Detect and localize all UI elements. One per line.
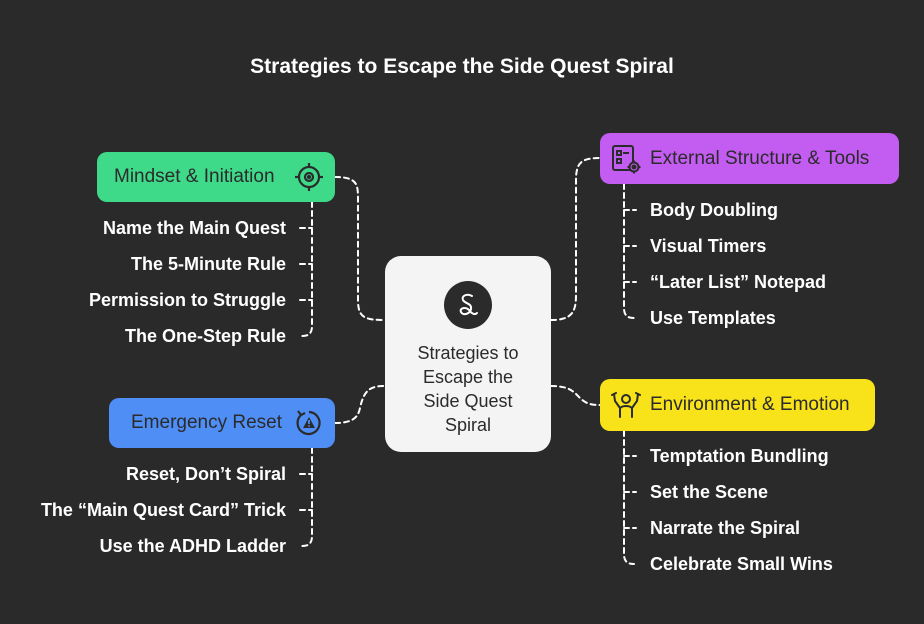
branch-emergency-label: Emergency Reset bbox=[131, 412, 283, 433]
tools-checklist-icon bbox=[610, 143, 642, 175]
mindset-item-3: Permission to Struggle bbox=[88, 290, 286, 310]
mindset-item-2: The 5-Minute Rule bbox=[130, 254, 286, 274]
connector-emergency bbox=[334, 385, 386, 424]
mindset-item-1: Name the Main Quest bbox=[102, 218, 286, 238]
spiral-icon bbox=[444, 281, 492, 329]
warning-reset-icon bbox=[293, 407, 325, 439]
external-item-3: “Later List” Notepad bbox=[650, 272, 827, 292]
external-item-1: Body Doubling bbox=[650, 200, 778, 220]
connector-external-spine bbox=[623, 183, 635, 319]
environment-item-3: Narrate the Spiral bbox=[650, 518, 801, 538]
connector-environment-spine bbox=[623, 430, 635, 565]
target-icon bbox=[293, 161, 325, 193]
connector-mindset-spine bbox=[301, 201, 313, 337]
connector-external bbox=[550, 157, 601, 321]
branch-environment-label: Environment & Emotion bbox=[650, 394, 850, 415]
mindset-item-4: The One-Step Rule bbox=[124, 326, 286, 346]
connector-mindset bbox=[334, 176, 386, 321]
emergency-item-3: Use the ADHD Ladder bbox=[99, 536, 286, 556]
center-node[interactable]: Strategies to Escape the Side Quest Spir… bbox=[385, 256, 551, 452]
environment-item-1: Temptation Bundling bbox=[650, 446, 829, 466]
branch-external[interactable]: External Structure & Tools bbox=[600, 133, 899, 184]
celebrating-person-icon bbox=[610, 389, 642, 421]
connector-environment bbox=[550, 385, 601, 406]
emergency-item-1: Reset, Don’t Spiral bbox=[125, 464, 286, 484]
connector-emergency-spine bbox=[301, 447, 313, 547]
branch-emergency[interactable]: Emergency Reset bbox=[109, 398, 335, 448]
branch-mindset-label: Mindset & Initiation bbox=[114, 166, 275, 187]
environment-item-4: Celebrate Small Wins bbox=[650, 554, 833, 574]
external-item-4: Use Templates bbox=[650, 308, 776, 328]
branch-environment[interactable]: Environment & Emotion bbox=[600, 379, 875, 431]
external-item-2: Visual Timers bbox=[650, 236, 767, 256]
center-label: Strategies to Escape the Side Quest Spir… bbox=[417, 343, 519, 435]
emergency-item-2: The “Main Quest Card” Trick bbox=[40, 500, 286, 520]
branch-external-label: External Structure & Tools bbox=[650, 147, 870, 169]
page-title: Strategies to Escape the Side Quest Spir… bbox=[250, 55, 674, 78]
branch-mindset[interactable]: Mindset & Initiation bbox=[97, 152, 335, 202]
environment-item-2: Set the Scene bbox=[650, 482, 769, 502]
